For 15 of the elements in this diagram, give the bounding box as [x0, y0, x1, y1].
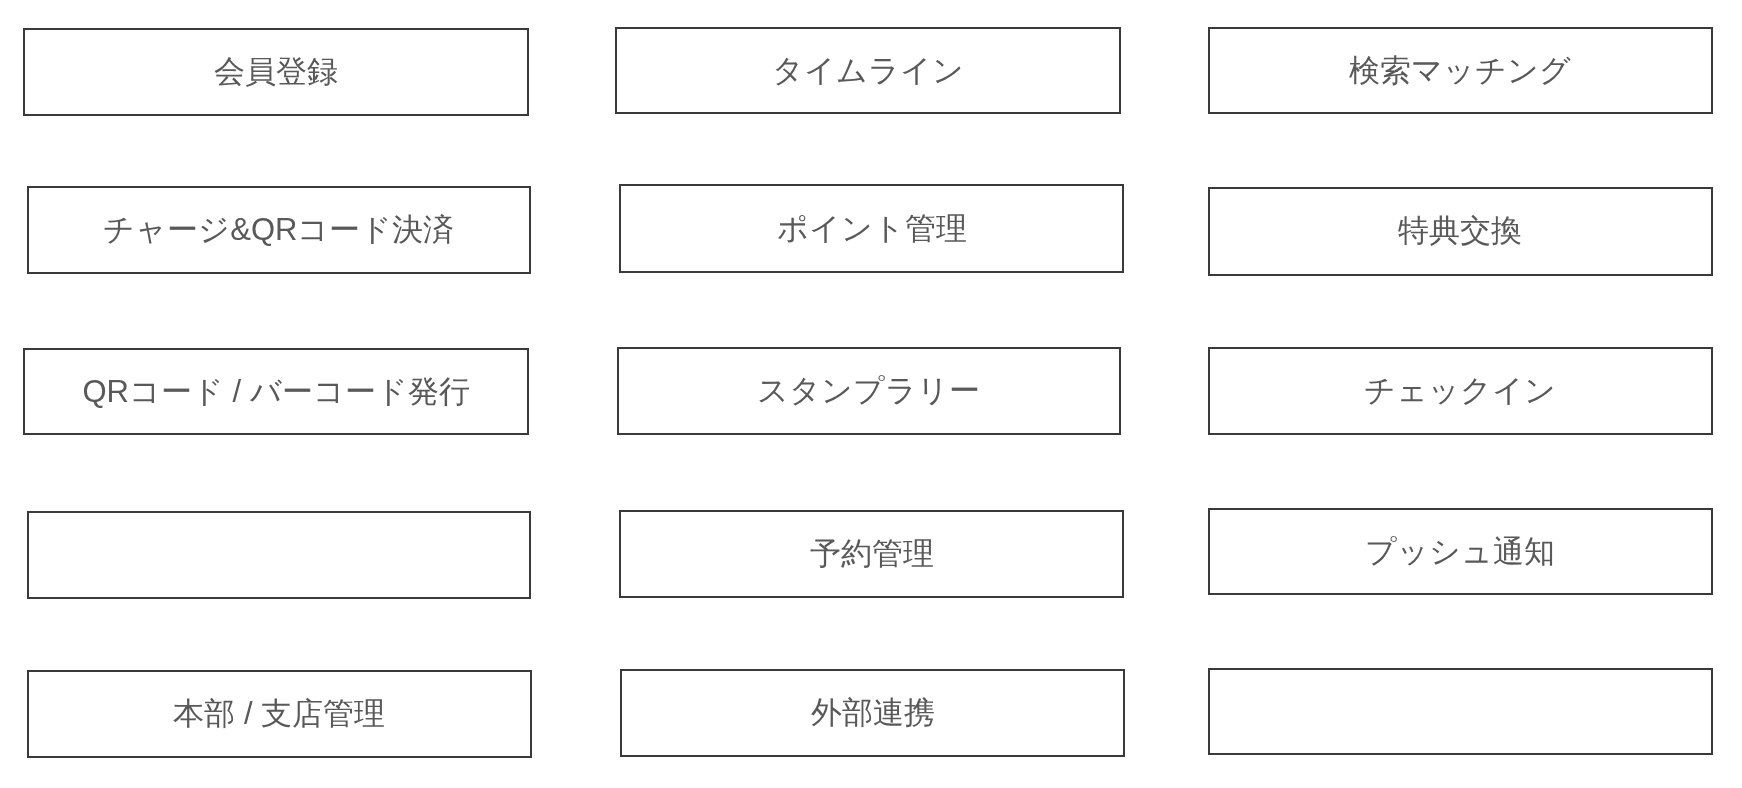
feature-box: 検索マッチング [1207, 26, 1714, 115]
feature-box: QRコード / バーコード発行 [23, 347, 529, 436]
feature-box: チャージ&QRコード決済 [26, 185, 532, 275]
feature-box: 本部 / 支店管理 [26, 669, 533, 758]
feature-box: 予約管理 [618, 509, 1125, 598]
feature-box: 外部連携 [619, 668, 1126, 757]
feature-box: 特典交換 [1207, 186, 1714, 276]
empty-box [26, 511, 532, 599]
feature-box: タイムライン [615, 26, 1121, 115]
feature-box: プッシュ通知 [1207, 507, 1714, 596]
feature-box: スタンプラリー [616, 346, 1121, 436]
feature-box: チェックイン [1207, 346, 1714, 436]
feature-box: ポイント管理 [618, 184, 1125, 274]
feature-box: 会員登録 [23, 27, 529, 116]
empty-box [1207, 667, 1714, 756]
